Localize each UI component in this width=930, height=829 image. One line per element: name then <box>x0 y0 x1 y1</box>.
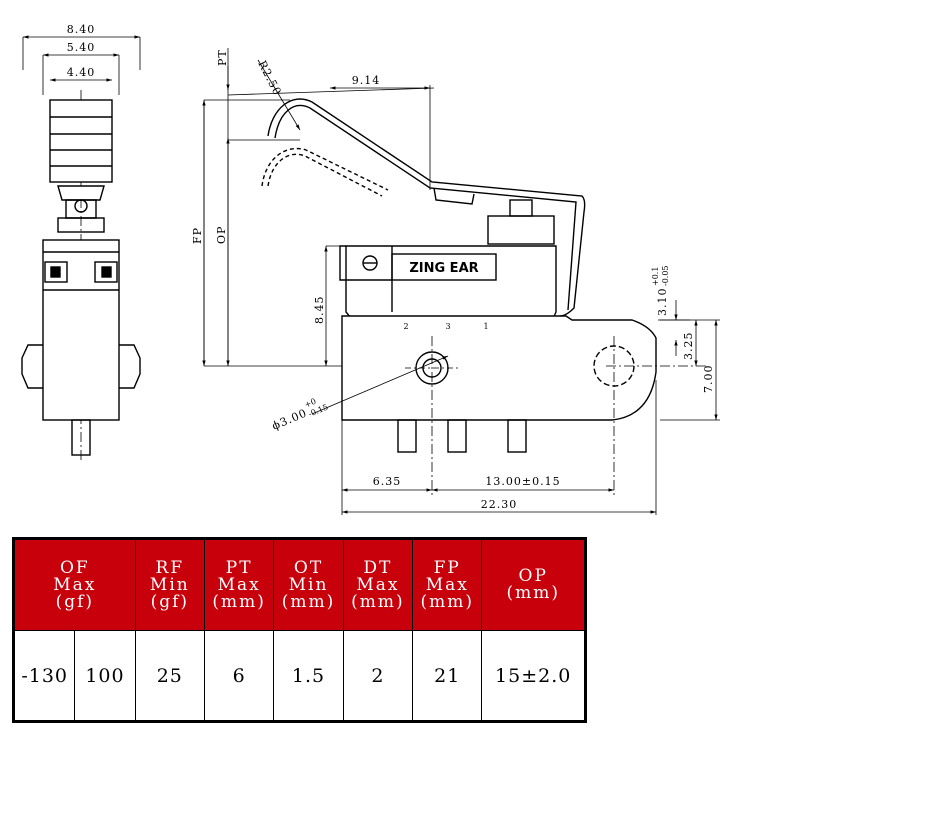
dim-3-10: 3.10 +0.1 -0.05 <box>651 265 670 316</box>
header-fp: FP Max (mm) <box>412 538 483 631</box>
label-fp: FP <box>191 227 204 244</box>
spec-table: OF Max (gf) RF Min (gf) PT Max (mm) OT M… <box>12 537 587 723</box>
value-pt: 6 <box>203 630 275 722</box>
value-rf: 25 <box>134 630 206 722</box>
header-ot: OT Min (mm) <box>273 538 344 631</box>
dim-6-35: 6.35 <box>373 475 402 488</box>
header-rf: RF Min (gf) <box>134 538 206 631</box>
header-dt: DT Max (mm) <box>342 538 414 631</box>
svg-text:+0: +0 <box>303 397 317 410</box>
svg-text:+0.1: +0.1 <box>651 267 660 286</box>
terminal-2: 2 <box>403 322 408 331</box>
brand-label: ZING EAR <box>409 261 478 276</box>
dim-side-8-40: 8.40 <box>67 23 96 36</box>
dim-9-14: 9.14 <box>352 74 381 87</box>
value-fp: 21 <box>412 630 483 722</box>
terminal-1: 1 <box>483 322 488 331</box>
dim-side-4-40: 4.40 <box>67 66 96 79</box>
dim-hole: ϕ3.00 +0 -0.15 <box>270 397 329 433</box>
table-header-row: OF Max (gf) RF Min (gf) PT Max (mm) OT M… <box>13 538 586 631</box>
header-op: OP (mm) <box>481 538 586 631</box>
dim-side-5-40: 5.40 <box>67 41 96 54</box>
value-ot: 1.5 <box>273 630 344 722</box>
value-of-max: 100 <box>74 630 136 722</box>
value-op: 15±2.0 <box>481 630 586 722</box>
svg-text:3.10: 3.10 <box>656 288 669 317</box>
terminal-3: 3 <box>445 322 450 331</box>
svg-text:ϕ3.00: ϕ3.00 <box>270 406 309 432</box>
dim-3-25: 3.25 <box>682 332 695 361</box>
value-dt: 2 <box>342 630 414 722</box>
front-view <box>261 98 657 453</box>
svg-text:-0.05: -0.05 <box>661 265 670 286</box>
dim-13-00: 13.00±0.15 <box>485 475 560 488</box>
header-of: OF Max (gf) <box>13 538 136 631</box>
label-r250: R2.50 <box>255 58 284 98</box>
dim-7-00: 7.00 <box>702 365 715 394</box>
dim-22-30: 22.30 <box>481 498 518 511</box>
dim-8-45: 8.45 <box>313 296 326 325</box>
label-op: OP <box>215 226 228 244</box>
table-values-row: -130 100 25 6 1.5 2 21 15±2.0 <box>12 630 586 722</box>
header-pt: PT Max (mm) <box>203 538 275 631</box>
technical-drawing: 8.40 5.40 4.40 ZIN <box>21 23 720 515</box>
value-of-min: -130 <box>12 630 76 722</box>
side-view <box>21 35 141 460</box>
label-pt: PT <box>216 49 229 66</box>
